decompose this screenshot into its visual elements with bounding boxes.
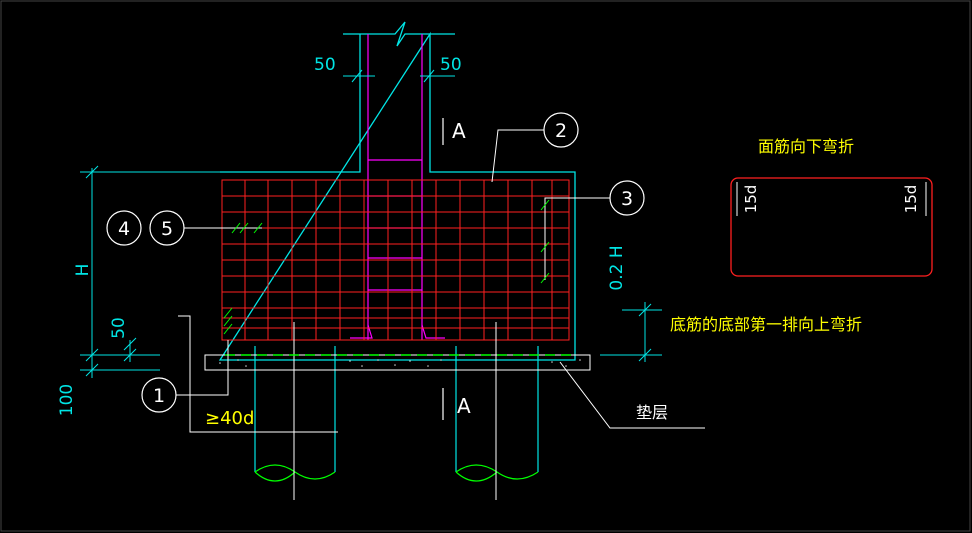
dim-02h: 0.2 H [607, 245, 627, 290]
bubble-2: 2 [491, 112, 579, 183]
cushion-layer [204, 354, 591, 371]
bubble-4-label: 4 [118, 218, 130, 240]
cushion-leader [559, 361, 705, 429]
section-a-bottom-label: A [457, 394, 471, 418]
dimension-column-cover [343, 69, 455, 110]
bubble-1-label: 1 [153, 385, 165, 407]
pile-break-lines [254, 464, 539, 482]
cushion-hatch [219, 359, 581, 367]
dim-height-h: H [73, 264, 93, 277]
section-marker-top: A [442, 118, 466, 145]
dim-side-50: 50 [109, 317, 129, 339]
bubble-3: 3 [544, 180, 645, 280]
note-cushion: 垫层 [636, 403, 668, 422]
piles [254, 346, 539, 472]
bubble-5: 5 [149, 210, 262, 246]
dimension-right-02h [600, 302, 662, 362]
note-top-bend: 面筋向下弯折 [758, 137, 854, 156]
bubble-3-label: 3 [621, 188, 633, 210]
cap-rebar-mesh [221, 179, 570, 341]
section-a-top-label: A [452, 119, 466, 143]
bubble-1: 1 [141, 340, 229, 413]
bubble-4: 4 [106, 210, 142, 246]
dim-side-100: 100 [57, 384, 77, 416]
section-marker-bottom: A [442, 388, 471, 420]
note-bottom-bend: 底筋的底部第一排向上弯折 [670, 315, 862, 334]
detail-right-15d: 15d [902, 185, 920, 214]
dim-anchorage: ≥40d [205, 408, 254, 429]
column-outline [218, 21, 576, 361]
anchorage-leader [178, 315, 338, 433]
dim-col-left-cover: 50 [314, 55, 336, 75]
bubble-2-label: 2 [555, 120, 567, 142]
bend-detail-box [730, 177, 933, 277]
dimension-left-height [80, 165, 222, 378]
rebar-ticks [223, 199, 550, 335]
pile-centerlines [293, 322, 497, 500]
dim-col-right-cover: 50 [440, 55, 462, 75]
bubble-5-label: 5 [161, 218, 173, 240]
detail-left-15d: 15d [742, 185, 760, 214]
